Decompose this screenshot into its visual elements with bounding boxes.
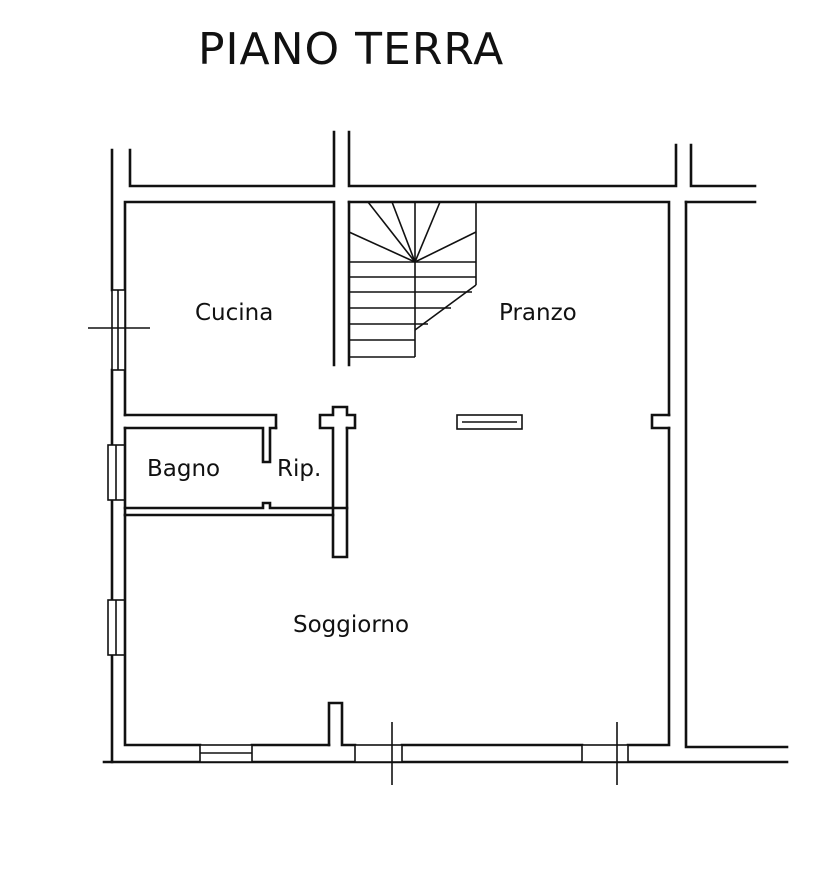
bottom-wall	[102, 426, 789, 785]
room-label-ripostiglio: Rip.	[277, 456, 321, 482]
staircase	[348, 201, 477, 358]
room-label-soggiorno: Soggiorno	[293, 612, 409, 638]
room-label-cucina: Cucina	[195, 300, 273, 326]
left-wall	[88, 148, 150, 764]
right-wall-notch	[650, 413, 671, 430]
window-bottom-right	[581, 744, 629, 763]
top-wall	[123, 130, 789, 749]
room-label-pranzo: Pranzo	[499, 300, 577, 326]
room-label-bagno: Bagno	[147, 456, 220, 482]
interior-walls	[123, 405, 523, 559]
plan-title: PIANO TERRA	[198, 24, 504, 75]
window-bottom-middle	[354, 744, 403, 763]
